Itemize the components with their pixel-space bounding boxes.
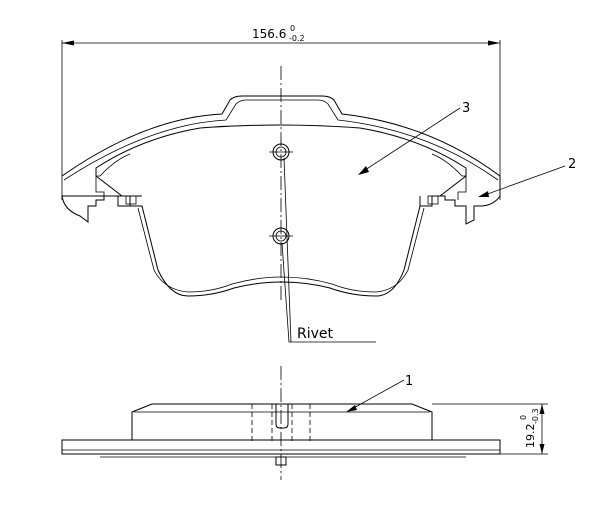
width-upper-tol: 0 <box>290 24 295 33</box>
width-lower-tol: -0.2 <box>289 34 305 43</box>
callout-1: 1 <box>346 374 413 412</box>
callout-2: 2 <box>478 157 576 197</box>
width-dimension: 156.6 0 -0.2 <box>62 24 500 46</box>
thickness-dimension: 19.2 0 -0.3 <box>432 403 548 455</box>
side-view: 1 19.2 0 -0.3 <box>61 366 548 480</box>
right-lug <box>431 153 467 200</box>
rivet-upper <box>269 143 293 161</box>
rivet-leader: Rivet <box>281 157 376 343</box>
callout-3: 3 <box>358 101 470 175</box>
width-nominal: 156.6 <box>252 27 286 41</box>
callout-3-label: 3 <box>462 101 470 116</box>
friction-material-outline <box>95 124 467 297</box>
left-clip <box>125 195 137 205</box>
callout-2-label: 2 <box>568 157 576 172</box>
left-lug <box>95 153 131 200</box>
rivet-label: Rivet <box>297 326 334 342</box>
side-slot <box>275 404 289 429</box>
friction-material-inner <box>137 207 425 293</box>
rivet-lower <box>269 227 293 245</box>
backing-plate-outline <box>61 95 501 225</box>
right-clip <box>427 195 439 205</box>
callout-1-label: 1 <box>405 374 413 389</box>
side-friction-block <box>131 403 433 440</box>
backing-plate-inner-line <box>63 99 499 181</box>
thickness-nominal: 19.2 <box>524 424 537 449</box>
thickness-upper-tol: 0 <box>519 415 528 420</box>
top-view: 156.6 0 -0.2 <box>61 24 576 343</box>
thickness-lower-tol: -0.3 <box>531 408 540 424</box>
